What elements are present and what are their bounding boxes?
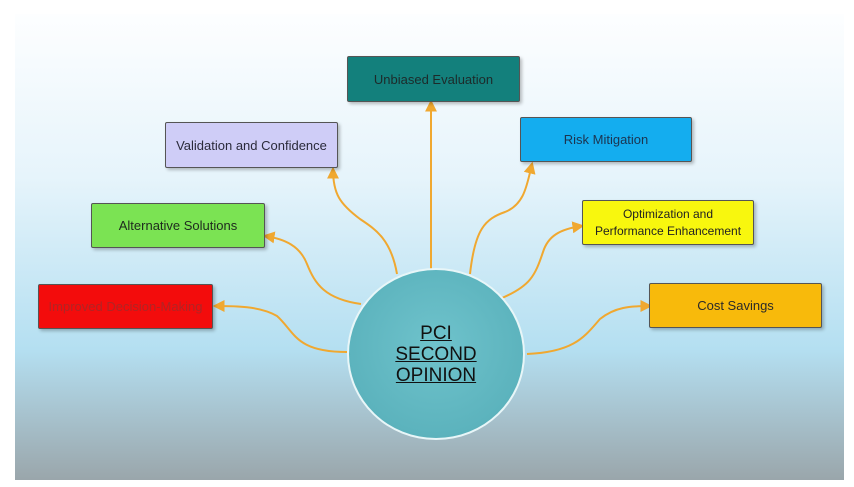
hub-circle: PCI SECOND OPINION <box>347 268 525 440</box>
node-improved-decision-making: Improved Decision-Making <box>38 284 213 329</box>
node-label: Alternative Solutions <box>118 218 238 233</box>
node-label: Validation and Confidence <box>176 137 327 153</box>
node-label: Unbiased Evaluation <box>373 71 494 87</box>
node-unbiased-evaluation: Unbiased Evaluation <box>347 56 520 102</box>
node-label: Improved Decision-Making <box>48 299 203 314</box>
node-label: Risk Mitigation <box>563 132 649 147</box>
link-decision <box>212 300 348 353</box>
node-validation-and-confidence: Validation and Confidence <box>165 122 338 168</box>
link-cost <box>526 300 653 355</box>
link-risk <box>469 161 536 275</box>
connector-layer <box>212 99 653 355</box>
node-alternative-solutions: Alternative Solutions <box>91 203 265 248</box>
diagram-canvas: Unbiased Evaluation Risk Mitigation Vali… <box>15 14 844 480</box>
node-risk-mitigation: Risk Mitigation <box>520 117 692 162</box>
node-label: Optimization and Performance Enhancement <box>594 206 742 238</box>
node-optimization-and-performance: Optimization and Performance Enhancement <box>582 200 754 245</box>
node-cost-savings: Cost Savings <box>649 283 822 328</box>
hub-title: PCI SECOND OPINION <box>395 322 477 386</box>
link-optimization <box>501 221 585 299</box>
link-alternatives <box>262 231 362 305</box>
link-validation <box>327 166 398 275</box>
node-label: Cost Savings <box>697 298 774 313</box>
